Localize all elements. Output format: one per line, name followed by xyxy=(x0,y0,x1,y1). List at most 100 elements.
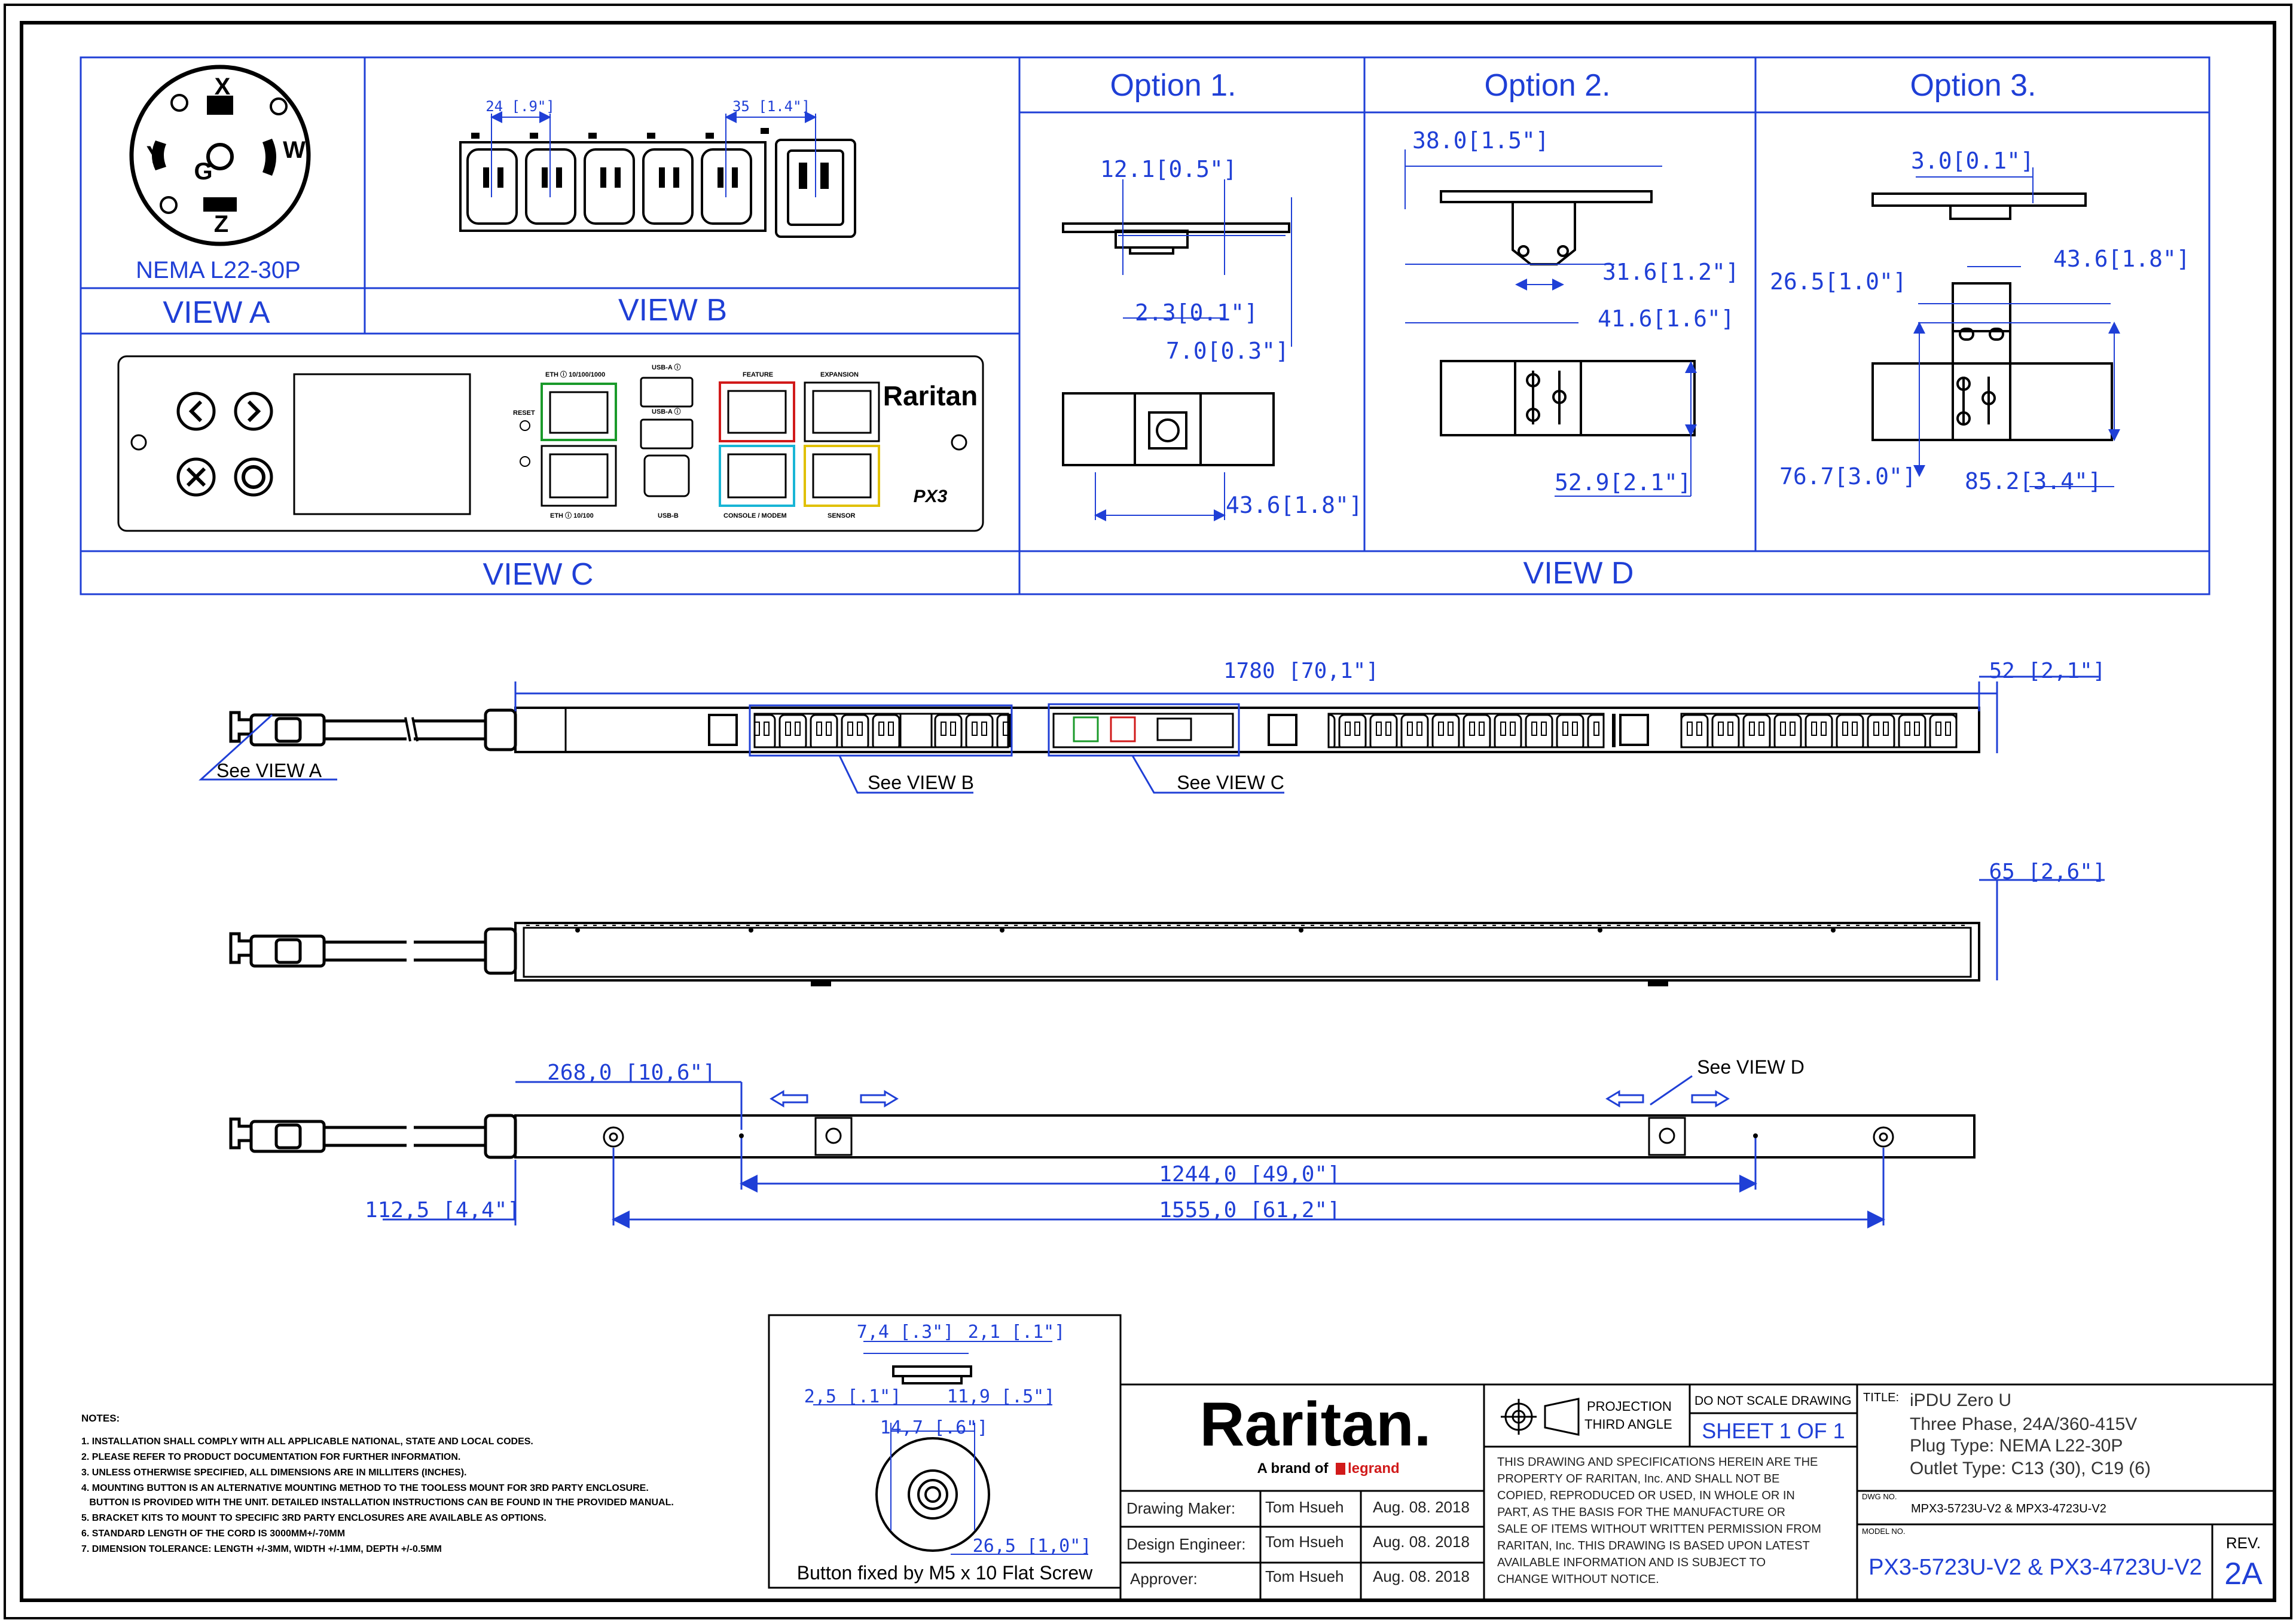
button-caption: Button fixed by M5 x 10 Flat Screw xyxy=(797,1562,1093,1584)
dim-1555: 1555,0 [61,2"] xyxy=(1159,1198,1340,1222)
disclaimer-2: PROPERTY OF RARITAN, Inc. AND SHALL NOT … xyxy=(1497,1472,1779,1486)
disclaimer-5: SALE OF ITEMS WITHOUT WRITTEN PERMISSION… xyxy=(1497,1523,1821,1536)
title-line-2: Three Phase, 24A/360-415V xyxy=(1910,1414,2137,1434)
label-eth2: ETH ⓘ 10/100 xyxy=(550,511,594,519)
plug-type-label: NEMA L22-30P xyxy=(136,257,301,283)
opt1-dim-4: 43.6[1.8"] xyxy=(1226,492,1363,518)
pin-g: G xyxy=(194,158,212,185)
button-detail: 7,4 [.3"] 2,1 [.1"] 2,5 [.1"] 11,9 [.5"]… xyxy=(768,1314,1122,1589)
tb-model-label: MODEL NO. xyxy=(1862,1527,1905,1536)
feature-port xyxy=(719,381,795,442)
see-view-c: See VIEW C xyxy=(1177,772,1284,793)
note-7: 7. DIMENSION TOLERANCE: LENGTH +/-3MM, W… xyxy=(81,1544,442,1554)
btn-dim-2: 2,1 [.1"] xyxy=(968,1322,1065,1343)
opt1-dim-3: 7.0[0.3"] xyxy=(1166,338,1289,364)
note-2: 2. PLEASE REFER TO PRODUCT DOCUMENTATION… xyxy=(81,1452,460,1462)
front-view: 1780 [70,1"] 52 [2,1"] See VIEW A See VI… xyxy=(199,659,2106,794)
note-4b: BUTTON IS PROVIDED WITH THE UNIT. DETAIL… xyxy=(81,1497,674,1508)
dim-length: 1780 [70,1"] xyxy=(1223,659,1379,683)
tb-rev: 2A xyxy=(2224,1557,2263,1591)
panel-model-mark: PX3 xyxy=(914,487,948,506)
opt1-dim-2: 2.3[0.1"] xyxy=(1135,299,1258,326)
view-b: 24 [.9"] 35 [1.4"] VIEW B xyxy=(459,98,856,328)
note-1: 1. INSTALLATION SHALL COMPLY WITH ALL AP… xyxy=(81,1436,533,1447)
label-reset: RESET xyxy=(513,409,535,417)
btn-dim-6: 26,5 [1,0"] xyxy=(973,1536,1092,1557)
dim-268: 268,0 [10,6"] xyxy=(547,1060,716,1085)
pin-x: X xyxy=(215,74,231,100)
title-line-3: Plug Type: NEMA L22-30P xyxy=(1910,1436,2123,1456)
btn-dim-5: 14,7 [.6"] xyxy=(880,1417,988,1438)
label-feature: FEATURE xyxy=(743,371,773,378)
usb-a2-port xyxy=(640,418,694,450)
opt3-dim-4: 76.7[3.0"] xyxy=(1779,463,1916,490)
tb-brand: Raritan. xyxy=(1199,1390,1431,1459)
see-view-d: See VIEW D xyxy=(1697,1056,1805,1078)
role-3-date: Aug. 08. 2018 xyxy=(1373,1567,1470,1585)
side-view: 65 [2,6"] xyxy=(229,860,2106,986)
opt2-dim-2: 31.6[1.2"] xyxy=(1602,259,1739,285)
option2-title: Option 2. xyxy=(1484,68,1610,103)
role-2-date: Aug. 08. 2018 xyxy=(1373,1533,1470,1551)
note-4: 4. MOUNTING BUTTON IS AN ALTERNATIVE MOU… xyxy=(81,1483,649,1493)
tb-brand-sub-logo: legrand xyxy=(1348,1460,1400,1477)
tb-title-label: TITLE: xyxy=(1863,1391,1899,1404)
panel-brand: Raritan xyxy=(883,380,978,411)
label-usb-b: USB-B xyxy=(658,512,679,519)
console-port xyxy=(719,445,795,507)
cancel-button xyxy=(176,457,216,497)
opt2-dim-4: 52.9[2.1"] xyxy=(1555,469,1692,496)
label-console: CONSOLE / MODEM xyxy=(723,512,787,519)
opt1-dim-1: 12.1[0.5"] xyxy=(1100,156,1237,182)
option3-title: Option 3. xyxy=(1910,68,2036,103)
role-1-date: Aug. 08. 2018 xyxy=(1373,1498,1470,1516)
label-usb-a2: USB-A ⓘ xyxy=(652,407,680,415)
pdu-body-side xyxy=(514,922,1980,982)
view-d: Option 1. Option 2. Option 3. VIEW D 12.… xyxy=(1062,68,2190,591)
tb-projection: PROJECTION xyxy=(1587,1399,1672,1414)
pin-z: Z xyxy=(214,211,228,237)
notes: NOTES: 1. INSTALLATION SHALL COMPLY WITH… xyxy=(81,1413,674,1554)
disclaimer-6: RARITAN, Inc. THIS DRAWING IS BASED UPON… xyxy=(1497,1539,1810,1552)
dim-1244: 1244,0 [49,0"] xyxy=(1159,1162,1340,1187)
tb-do-not-scale: DO NOT SCALE DRAWING xyxy=(1694,1394,1852,1408)
role-3-name: Tom Hsueh xyxy=(1265,1567,1344,1585)
see-view-b: See VIEW B xyxy=(868,772,974,793)
tb-sheet: SHEET 1 OF 1 xyxy=(1702,1419,1845,1443)
plug-face xyxy=(129,65,311,246)
opt3-dim-3: 26.5[1.0"] xyxy=(1770,268,1907,295)
view-a: X Y G W Z NEMA L22-30P VIEW A xyxy=(129,65,311,330)
note-5: 5. BRACKET KITS TO MOUNT TO SPECIFIC 3RD… xyxy=(81,1513,546,1523)
btn-dim-1: 7,4 [.3"] xyxy=(857,1322,954,1343)
dim-width: 52 [2,1"] xyxy=(1989,659,2105,683)
disclaimer-3: COPIED, REPRODUCED OR USED, IN WHOLE OR … xyxy=(1497,1489,1795,1502)
title-line-4: Outlet Type: C13 (30), C19 (6) xyxy=(1910,1459,2151,1478)
pin-w: W xyxy=(283,137,306,163)
sensor-port xyxy=(804,445,880,507)
view-c: ETH ⓘ 10/100/1000 USB-A ⓘ USB-A ⓘ FEATUR… xyxy=(117,355,984,592)
view-c-title: VIEW C xyxy=(483,557,594,592)
drawing-frame-inner xyxy=(20,21,2276,1602)
nav-right-button xyxy=(234,392,273,431)
see-view-a: See VIEW A xyxy=(216,760,322,781)
role-2-name: Tom Hsueh xyxy=(1265,1533,1344,1551)
label-sensor: SENSOR xyxy=(828,512,856,519)
opt3-dim-1: 3.0[0.1"] xyxy=(1911,148,2034,174)
tb-brand-sub: A brand of xyxy=(1257,1460,1329,1477)
opt2-dim-3: 41.6[1.6"] xyxy=(1598,305,1735,332)
btn-dim-3: 2,5 [.1"] xyxy=(804,1386,902,1407)
notes-title: NOTES: xyxy=(81,1413,120,1424)
btn-dim-4: 11,9 [.5"] xyxy=(947,1386,1055,1407)
note-3: 3. UNLESS OTHERWISE SPECIFIED, ALL DIMEN… xyxy=(81,1468,467,1478)
disclaimer-1: THIS DRAWING AND SPECIFICATIONS HEREIN A… xyxy=(1497,1456,1818,1469)
note-6: 6. STANDARD LENGTH OF THE CORD IS 3000MM… xyxy=(81,1529,345,1539)
dim-112: 112,5 [4,4"] xyxy=(365,1198,520,1222)
view-b-dim-left: 24 [.9"] xyxy=(486,98,555,115)
dim-depth: 65 [2,6"] xyxy=(1989,860,2105,884)
tb-model-no: PX3-5723U-V2 & PX3-4723U-V2 xyxy=(1868,1555,2202,1580)
outlet-strip xyxy=(459,141,767,232)
ok-button xyxy=(234,457,273,497)
disclaimer-7: AVAILABLE INFORMATION AND IS SUBJECT TO xyxy=(1497,1556,1766,1569)
opt3-dim-2: 43.6[1.8"] xyxy=(2053,246,2190,272)
